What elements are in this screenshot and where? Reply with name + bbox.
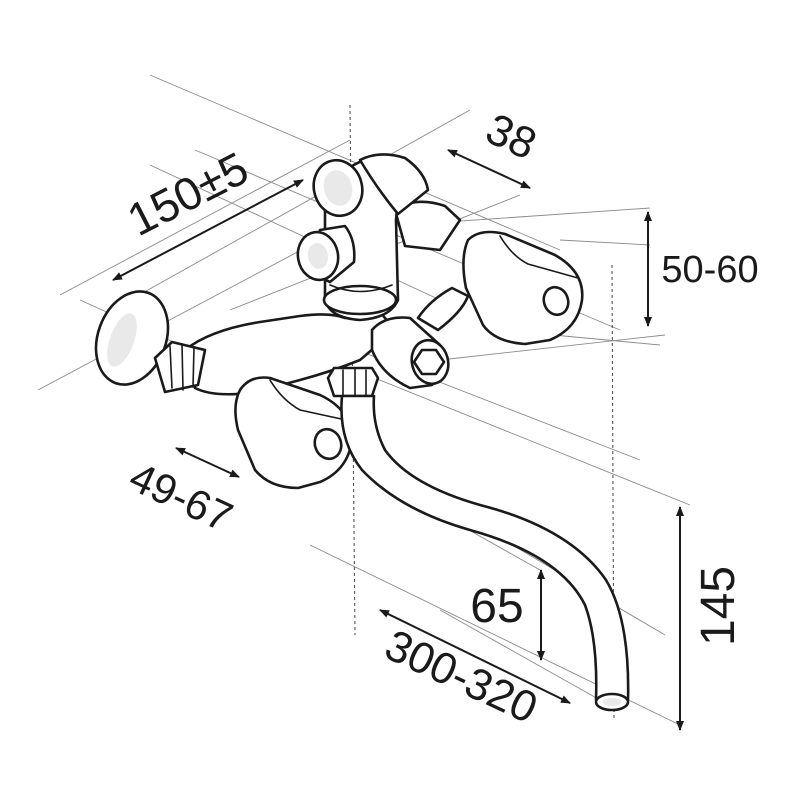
spout <box>340 394 630 712</box>
label-total-height: 145 <box>692 566 745 646</box>
label-handle-width: 38 <box>479 104 544 169</box>
dim-line-spout-reach <box>379 609 571 704</box>
label-inlet-length: 49-67 <box>123 453 240 541</box>
dim-line-inlet-length <box>175 447 240 478</box>
diverter-knob <box>296 224 356 284</box>
label-spout-reach: 300-320 <box>378 621 545 734</box>
left-escutcheon <box>94 290 170 386</box>
dim-line-inlet-spacing <box>112 179 304 281</box>
side-outlet <box>370 316 450 390</box>
faucet-body <box>94 153 630 712</box>
label-inlet-spacing: 150±5 <box>119 142 256 246</box>
shower-outlet <box>312 153 430 218</box>
dimension-lines <box>112 149 684 731</box>
label-spout-drop: 65 <box>470 580 523 633</box>
left-handle <box>234 376 354 490</box>
dim-line-handle-width <box>447 149 531 189</box>
spout-nut <box>326 366 380 398</box>
label-outlet-height: 50-60 <box>661 249 758 291</box>
right-handle <box>462 230 584 346</box>
